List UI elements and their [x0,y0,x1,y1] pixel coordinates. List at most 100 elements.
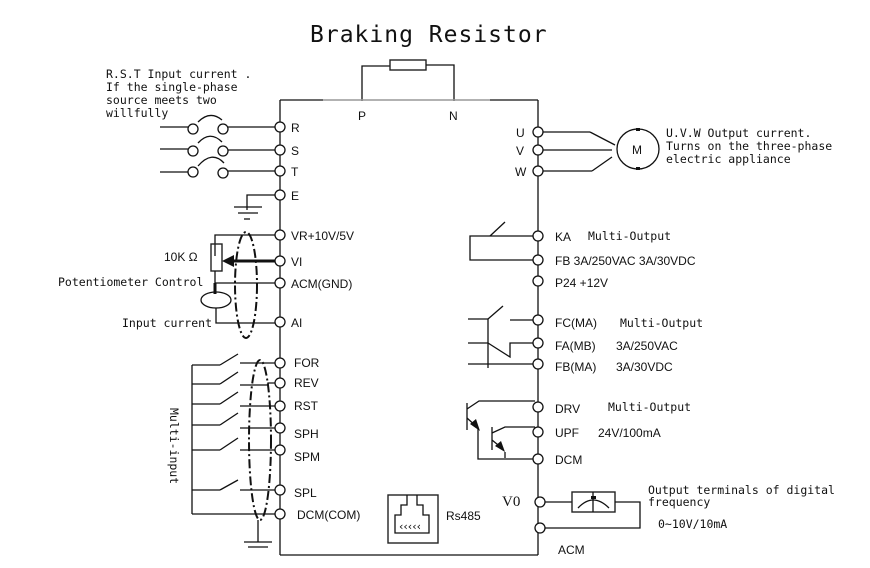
terminal-REV[interactable]: REV [274,376,319,390]
svg-text:FB(MA): FB(MA) [555,360,596,374]
relay-fc [468,305,535,368]
svg-text:U: U [516,126,525,140]
freq-note-line: frequency [648,495,710,509]
svg-text:UPF: UPF [555,426,579,440]
svg-text:FA(MB): FA(MB) [555,339,596,353]
potentiometer-circuit [200,231,276,339]
svg-text:Multi-Output: Multi-Output [588,229,671,243]
svg-text:V0: V0 [502,494,520,510]
svg-text:ACM: ACM [558,543,585,557]
svg-text:REV: REV [294,376,319,390]
uvw-note-line: U.V.W Output current. [666,126,811,140]
terminal-UPF[interactable]: UPF 24V/100mA [532,426,661,440]
terminal-S[interactable]: S [274,144,299,158]
current-source-icon [200,291,232,309]
terminal-DCM[interactable]: DCM [532,453,582,467]
terminal-V0[interactable]: V0 [502,494,546,510]
svg-text:SPL: SPL [294,486,317,500]
terminal-ACM-GND[interactable]: ACM(GND) [274,277,352,291]
svg-text:Multi-Output: Multi-Output [608,400,691,414]
rst-note-line: willfully [106,106,168,120]
svg-text:FB 3A/250VAC 3A/30VDC: FB 3A/250VAC 3A/30VDC [555,254,696,268]
svg-text:DRV: DRV [555,402,580,416]
terminal-ACM[interactable]: ACM [534,522,585,557]
earth-ground [234,194,276,220]
svg-text:P24 +12V: P24 +12V [555,276,608,290]
freq-note-line: Output terminals of digital [648,483,835,497]
rst-note-line: source meets two [106,93,217,107]
terminal-p-label: P [358,109,366,123]
uvw-note-line: electric appliance [666,152,791,166]
terminal-FA[interactable]: FA(MB) 3A/250VAC [532,337,678,353]
svg-text:3A/30VDC: 3A/30VDC [616,360,673,374]
svg-text:E: E [291,189,299,203]
terminal-DRV[interactable]: DRV Multi-Output [532,400,691,416]
terminal-R[interactable]: R [274,121,300,135]
svg-text:3A/250VAC: 3A/250VAC [616,339,678,353]
left-terminals: R S T E VR+10V/5V VI ACM(GND) AI FOR REV… [274,121,360,522]
inverter-body [279,99,539,556]
terminal-SPL[interactable]: SPL [274,484,317,500]
terminal-E[interactable]: E [274,189,299,203]
resistor-icon [389,59,427,71]
terminal-SPM[interactable]: SPM [274,444,320,464]
terminal-FB-MA[interactable]: FB(MA) 3A/30VDC [532,358,673,374]
terminal-FC[interactable]: FC(MA) Multi-Output [532,314,703,330]
pins-glyph: ‹‹‹‹‹ [399,520,421,533]
rst-note-line: If the single-phase [106,80,238,94]
terminal-VI[interactable]: VI [274,255,302,269]
svg-text:DCM(COM): DCM(COM) [297,508,360,522]
svg-text:24V/100mA: 24V/100mA [598,426,661,440]
terminal-P24[interactable]: P24 +12V [532,275,608,290]
terminal-VR[interactable]: VR+10V/5V [274,229,354,243]
terminal-V[interactable]: V [516,144,544,158]
terminal-DCM-COM[interactable]: DCM(COM) [274,508,360,522]
motor-output: M [543,128,660,172]
uvw-note: U.V.W Output current. Turns on the three… [666,126,832,166]
svg-text:VI: VI [291,255,302,269]
terminal-T[interactable]: T [274,165,299,179]
relay-ka [469,221,535,261]
svg-text:Multi-Output: Multi-Output [620,316,703,330]
uvw-note-line: Turns on the three-phase [666,139,832,153]
svg-text:SPH: SPH [294,427,319,441]
multi-input-switches [191,353,276,548]
freq-note: Output terminals of digital frequency 0~… [648,483,835,531]
svg-text:FOR: FOR [294,356,320,370]
terminal-n-label: N [449,109,458,123]
svg-text:RST: RST [294,399,319,413]
svg-text:SPM: SPM [294,450,320,464]
motor-label: M [632,143,642,157]
svg-text:W: W [515,165,527,179]
terminal-AI[interactable]: AI [274,316,302,330]
terminal-RST[interactable]: RST [274,399,319,413]
svg-text:T: T [291,165,299,179]
terminal-U[interactable]: U [516,126,544,140]
terminal-FOR[interactable]: FOR [274,356,320,370]
rs485-port[interactable]: ‹‹‹‹‹ [387,494,439,544]
terminal-SPH[interactable]: SPH [274,422,319,441]
rst-note-line: R.S.T Input current . [106,67,251,81]
rj45-icon [387,494,439,544]
pot-control-label: Potentiometer Control [58,275,203,289]
rs485-label: Rs485 [446,509,481,523]
svg-text:FC(MA): FC(MA) [555,316,597,330]
rst-note: R.S.T Input current . If the single-phas… [106,67,251,120]
svg-text:V: V [516,144,524,158]
pot-value-label: 10K Ω [164,250,198,264]
input-current-label: Input current [122,316,212,330]
transistor-outputs [466,400,535,460]
diagram-title: Braking Resistor [310,22,548,48]
rst-breaker [160,114,276,179]
frequency-meter [543,491,641,529]
multi-input-label: Multi-input [167,408,181,484]
potentiometer-icon [210,243,223,272]
svg-text:R: R [291,121,300,135]
braking-resistor [361,59,455,101]
terminal-W[interactable]: W [515,165,544,179]
svg-text:DCM: DCM [555,453,582,467]
svg-text:S: S [291,144,299,158]
terminal-FB[interactable]: FB 3A/250VAC 3A/30VDC [532,254,696,268]
